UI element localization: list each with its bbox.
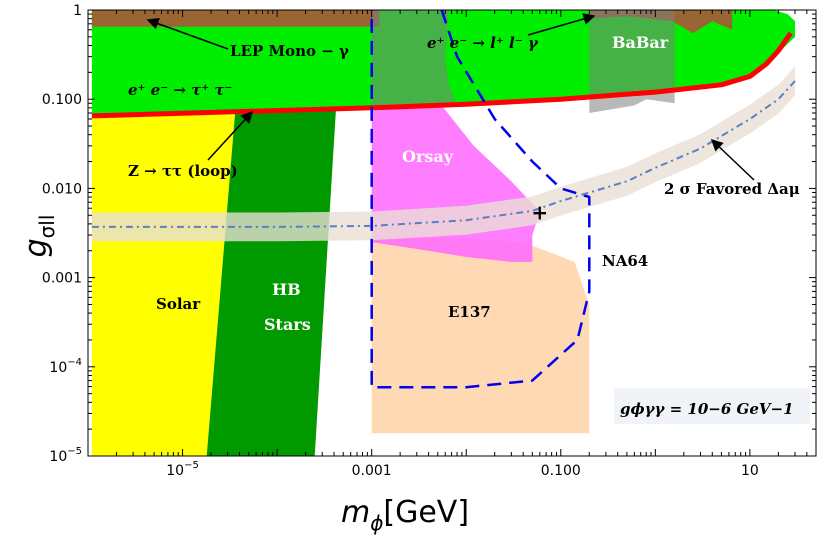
label-ztautau: Z → ττ (loop) [128, 162, 238, 180]
label-hb-line2: Stars [264, 315, 311, 334]
y-tick-label: 0.100 [42, 92, 82, 108]
annotation-arrows [146, 13, 755, 181]
line-na64 [370, 10, 591, 389]
label-babar: BaBar [612, 33, 669, 52]
region-babar-grey [589, 10, 675, 113]
coupling-label-bg [614, 388, 810, 424]
y-tick-label: 0.001 [42, 271, 82, 287]
region-solar [91, 111, 236, 456]
x-axis-label: mϕ[GeV] [341, 495, 469, 535]
arrow-eell [527, 13, 596, 36]
arrow-ztautau [207, 110, 254, 161]
y-axis-ticks: 1 0.100 0.010 0.001 10−4 10−5 [42, 3, 816, 465]
x-axis-ticks: 10−5 0.001 0.100 10 [87, 10, 817, 479]
label-tautau: e⁺ e⁻ → τ⁺ τ⁻ [128, 81, 232, 99]
y-axis-label: gσll [19, 215, 59, 258]
arrow-lep [146, 17, 229, 50]
region-hb-stars [206, 108, 336, 456]
region-lep-brown [91, 10, 380, 27]
y-tick-label: 10−4 [49, 357, 82, 376]
label-solar: Solar [156, 295, 201, 313]
y-tick-label: 0.010 [42, 181, 82, 197]
x-tick-label: 10−5 [166, 460, 199, 479]
label-orsay: Orsay [402, 147, 454, 166]
label-na64: NA64 [602, 252, 648, 270]
y-tick-label: 10−5 [49, 446, 82, 465]
label-e137: E137 [448, 303, 491, 321]
favored-band-layer [91, 66, 795, 242]
arrow-favored [710, 138, 755, 181]
limit-lines: + [91, 10, 796, 389]
label-favored: 2 σ Favored Δaμ [664, 180, 800, 198]
line-favored-central [91, 80, 796, 228]
y-tick-label: 1 [73, 3, 82, 19]
x-tick-label: 10 [741, 463, 759, 479]
marker-plus: + [531, 201, 548, 225]
x-tick-label: 0.001 [352, 463, 392, 479]
region-favored-band [91, 66, 795, 242]
line-z-tautau-loop [91, 31, 793, 119]
region-grey-ee-ll [371, 10, 458, 106]
label-hb-line1: HB [272, 280, 301, 299]
label-eell: e⁺ e⁻ → l⁺ l⁻ γ [427, 34, 539, 52]
label-lep: LEP Mono − γ [230, 42, 349, 60]
label-coupling: gϕγγ = 10−6 GeV−1 [620, 400, 794, 418]
x-tick-label: 0.100 [541, 463, 581, 479]
region-e137 [371, 235, 590, 434]
